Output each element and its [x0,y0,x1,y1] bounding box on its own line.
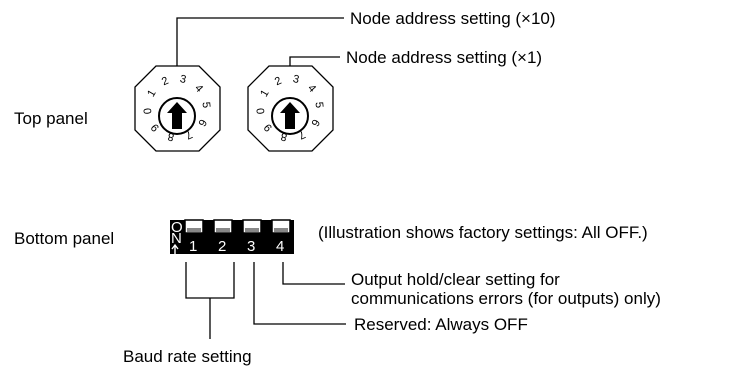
rotary-digit-8: 8 [280,130,288,143]
rotary-digit-4: 4 [192,82,205,95]
node-address-x10-label: Node address setting (×10) [350,9,556,28]
rotary-digit-1: 1 [258,88,271,99]
leader-switch-3 [253,262,346,325]
rotary-digit-8: 8 [167,130,175,143]
dip-number-1: 1 [189,238,197,255]
rotary-digit-3: 3 [292,73,300,86]
reserved-label: Reserved: Always OFF [354,315,528,334]
leader-switches-1-2 [185,262,235,339]
rotary-digit-2: 2 [160,75,170,88]
rotary-digit-5: 5 [200,101,213,108]
rotary-digit-5: 5 [313,101,326,108]
dip-number-4: 4 [276,238,284,255]
rotary-digit-0: 0 [142,107,155,114]
rotary-digit-7: 7 [297,128,307,141]
rotary-digit-2: 2 [273,75,283,88]
rotary-digit-6: 6 [308,117,321,128]
top-panel-label: Top panel [14,109,88,128]
node-address-x1-label: Node address setting (×1) [346,48,542,67]
dip-number-3: 3 [247,238,255,255]
rotary-digit-4: 4 [305,82,318,95]
dip-number-2: 2 [218,238,226,255]
leader-x1 [289,56,340,66]
output-hold-label-line2: communications errors (for outputs) only… [351,289,661,308]
leader-switch-4 [282,262,345,285]
factory-settings-note: (Illustration shows factory settings: Al… [318,223,648,242]
output-hold-label-line1: Output hold/clear setting for [351,270,560,289]
leader-x10 [176,17,344,66]
rotary-digit-6: 6 [195,117,208,128]
dip-on-letter-o: O [171,219,183,236]
rotary-digit-7: 7 [184,128,194,141]
baud-rate-label: Baud rate setting [123,347,252,366]
dip-on-letter-n: N [171,230,182,247]
rotary-digit-1: 1 [145,88,158,99]
rotary-digit-0: 0 [255,107,268,114]
bottom-panel-label: Bottom panel [14,229,114,248]
rotary-digit-3: 3 [179,73,187,86]
dip-switch: O N 1 2 3 4 [170,219,294,255]
dip-on-arrow-icon [171,243,179,254]
